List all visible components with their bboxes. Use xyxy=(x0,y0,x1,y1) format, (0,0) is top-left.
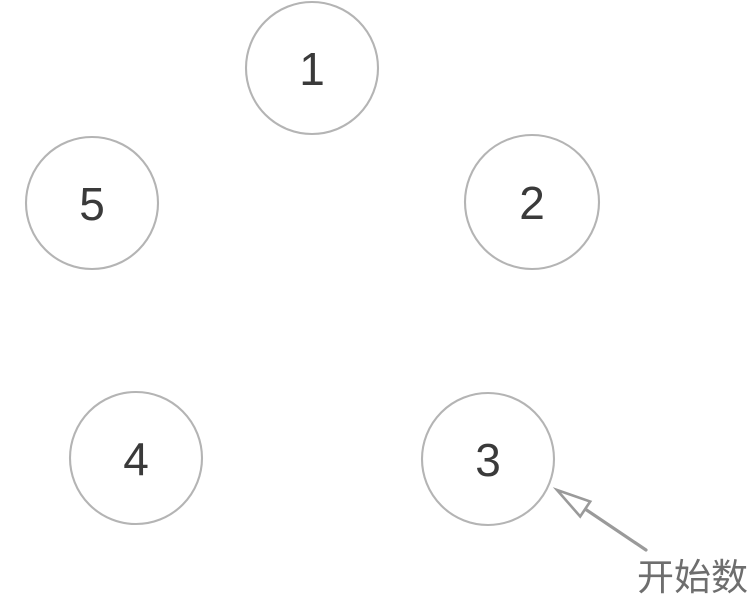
node-2-label: 2 xyxy=(519,177,545,229)
node-2[interactable]: 2 xyxy=(463,133,601,271)
node-3[interactable]: 3 xyxy=(420,391,556,527)
node-1[interactable]: 1 xyxy=(244,0,380,136)
arrow-head-icon xyxy=(552,487,593,519)
start-pointer-arrow xyxy=(552,487,648,552)
node-5[interactable]: 5 xyxy=(24,135,160,271)
node-4-label: 4 xyxy=(123,433,149,485)
node-5-label: 5 xyxy=(79,178,105,230)
node-3-label: 3 xyxy=(475,434,501,486)
node-group: 1 2 3 4 5 xyxy=(24,0,601,527)
node-2-circle[interactable] xyxy=(463,133,601,271)
arrow-shaft xyxy=(578,504,648,552)
node-1-circle[interactable] xyxy=(244,0,380,136)
node-1-label: 1 xyxy=(299,43,325,95)
node-3-circle[interactable] xyxy=(420,391,556,527)
start-count-label: 开始数 xyxy=(637,556,748,599)
node-5-circle[interactable] xyxy=(24,135,160,271)
node-4-circle[interactable] xyxy=(68,390,204,526)
node-4[interactable]: 4 xyxy=(68,390,204,526)
